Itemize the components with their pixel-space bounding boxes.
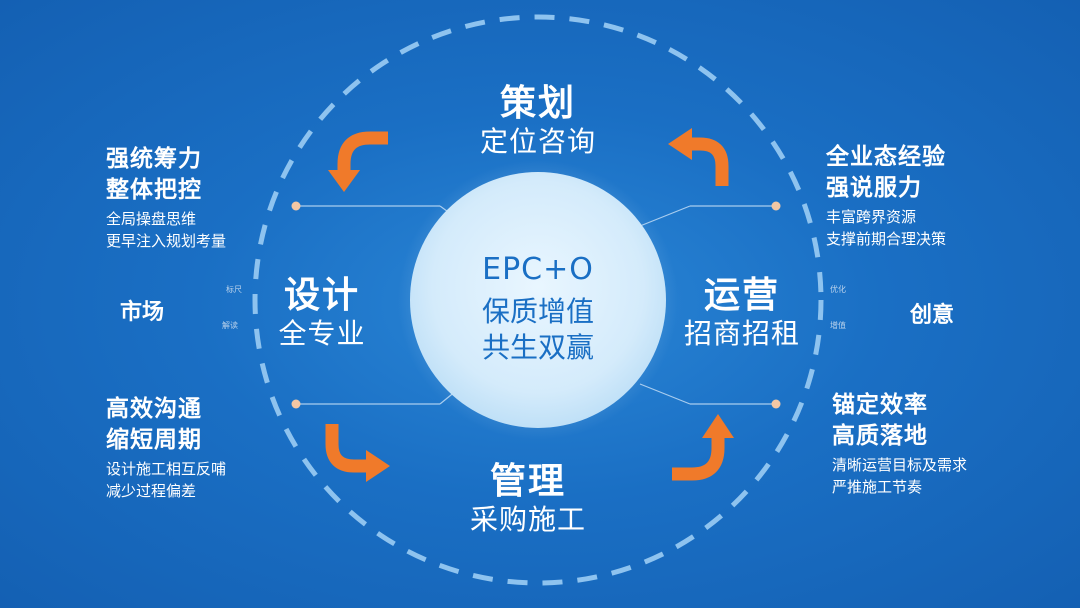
dot-bottom-left <box>291 399 301 409</box>
callout-top-right-title-1: 全业态经验 <box>826 144 946 170</box>
callout-top-right-title-2: 强说服力 <box>826 175 922 201</box>
callout-top-left-body-2: 更早注入规划考量 <box>106 232 227 250</box>
arrow-heads <box>328 128 734 482</box>
quad-left-title: 设计 <box>283 275 360 316</box>
quad-right-subtitle: 招商招租 <box>683 317 800 350</box>
center-circle <box>410 172 666 428</box>
center-line-3: 共生双赢 <box>481 331 594 364</box>
cycle-arrows <box>325 131 729 481</box>
quad-bottom-subtitle: 采购施工 <box>469 503 586 536</box>
quad-right-title: 运营 <box>703 275 780 316</box>
arrow-top-left <box>337 131 388 172</box>
center-line-1: EPC+O <box>482 252 594 287</box>
callout-top-left-body-1: 全局操盘思维 <box>106 210 197 228</box>
quad-left-subtitle: 全专业 <box>278 317 366 350</box>
arrow-bottom-left <box>325 424 368 473</box>
callout-bottom-right-body-1: 清晰运营目标及需求 <box>832 456 968 474</box>
side-label-market: 市场 <box>120 300 165 325</box>
dot-top-right <box>771 201 781 211</box>
callout-bottom-right-title-2: 高质落地 <box>832 423 928 449</box>
callout-top-right-body-1: 丰富跨界资源 <box>826 208 917 226</box>
connector-dots <box>291 201 781 409</box>
dashed-ring <box>252 14 824 586</box>
callout-bottom-right-body-2: 严推施工节奏 <box>832 478 923 496</box>
callout-top-left-title-2: 整体把控 <box>106 177 202 203</box>
small-label-right-bottom: 增值 <box>830 321 846 330</box>
small-label-left-top: 标尺 <box>226 285 242 294</box>
arrowhead-top-left <box>328 170 360 192</box>
callout-bottom-right-title-1: 锚定效率 <box>832 392 928 418</box>
arrowhead-bottom-left <box>366 450 390 482</box>
arrow-bottom-right <box>672 436 725 481</box>
side-label-creativity: 创意 <box>910 303 955 328</box>
callout-bottom-left-body-1: 设计施工相互反哺 <box>106 460 227 478</box>
arrowhead-bottom-right <box>702 414 734 438</box>
center-line-2: 保质增值 <box>481 295 594 328</box>
connector-bottom-right <box>639 383 691 405</box>
small-label-left-bottom: 解读 <box>222 321 238 330</box>
arrow-top-right <box>690 137 729 186</box>
quad-bottom-title: 管理 <box>489 461 566 502</box>
quad-top-subtitle: 定位咨询 <box>479 125 596 158</box>
dot-top-left <box>291 201 301 211</box>
small-label-right-top: 优化 <box>830 285 846 294</box>
callout-bottom-left-title-1: 高效沟通 <box>106 396 202 422</box>
callout-bottom-left-title-2: 缩短周期 <box>106 427 202 453</box>
callout-bottom-left-body-2: 减少过程偏差 <box>106 482 197 500</box>
callout-top-right-body-2: 支撑前期合理决策 <box>826 230 947 248</box>
quad-top-title: 策划 <box>499 83 576 124</box>
dot-bottom-right <box>771 399 781 409</box>
callout-top-left-title-1: 强统筹力 <box>106 146 202 172</box>
arrowhead-top-right <box>668 128 692 160</box>
